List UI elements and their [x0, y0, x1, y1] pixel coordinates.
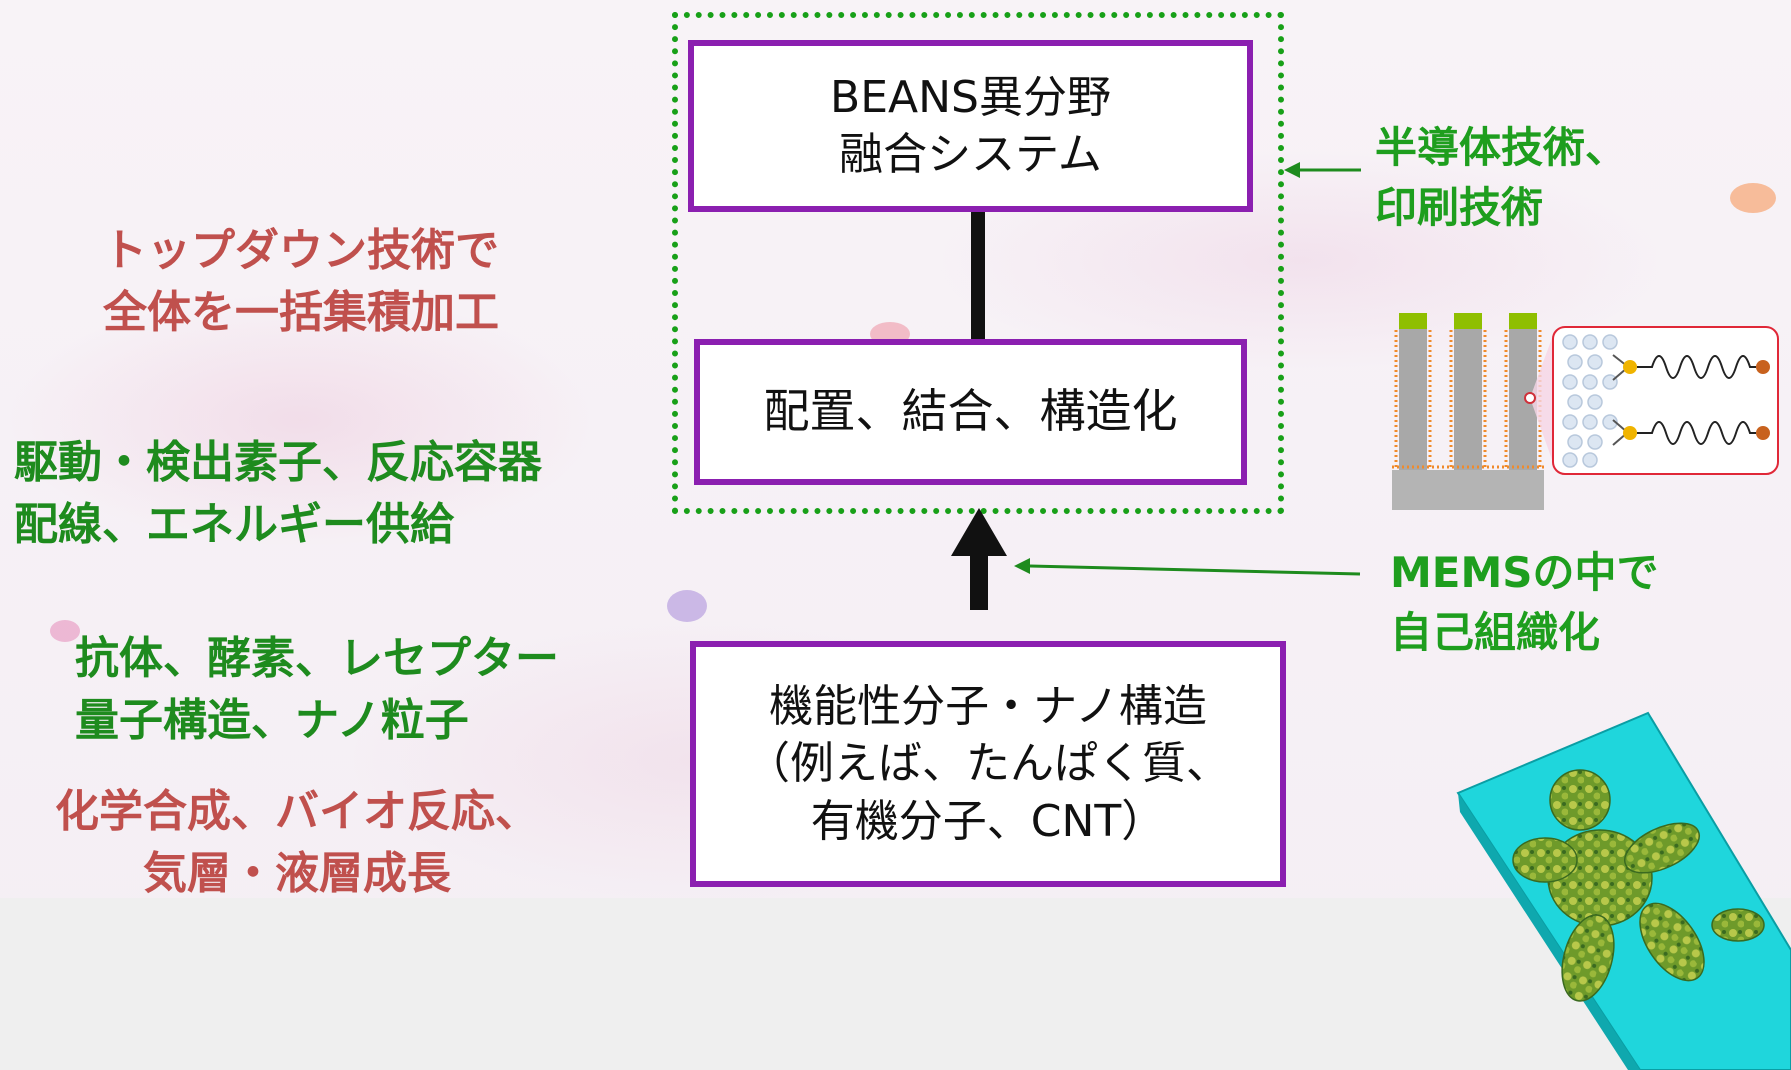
self-organization-arrow-icon: [1014, 558, 1361, 576]
elements-label: 駆動・検出素子、反応容器 配線、エネルギー供給: [14, 437, 542, 551]
semiconductor-label: 半導体技術、 印刷技術: [1375, 123, 1628, 232]
bottom-band: [0, 898, 1791, 1070]
bg-dot-magenta: [50, 620, 80, 642]
mems-pillars-illustration: [1392, 313, 1555, 510]
bg-dot-orange: [1730, 183, 1776, 213]
semiconductor-arrow-icon: [1284, 162, 1361, 178]
molecule-callout: [1552, 326, 1779, 475]
arrangement-box: 配置、結合、構造化: [694, 339, 1247, 485]
self-organization-label: MEMSの中で 自己組織化: [1390, 548, 1659, 657]
molecules-label: 抗体、酵素、レセプター 量子構造、ナノ粒子: [75, 633, 559, 747]
bg-dot-purple: [667, 590, 707, 622]
functional-molecules-box: 機能性分子・ナノ構造 （例えば、たんぱく質、 有機分子、CNT）: [690, 641, 1286, 887]
processes-label: 化学合成、バイオ反応、 気層・液層成長: [55, 786, 539, 900]
beans-system-box: BEANS異分野 融合システム: [688, 40, 1253, 212]
connector-line: [971, 209, 985, 345]
self-organized-chip-illustration: [1456, 711, 1791, 1070]
up-arrow-icon: [951, 508, 1007, 610]
top-down-label: トップダウン技術で 全体を一括集積加工: [103, 225, 499, 339]
